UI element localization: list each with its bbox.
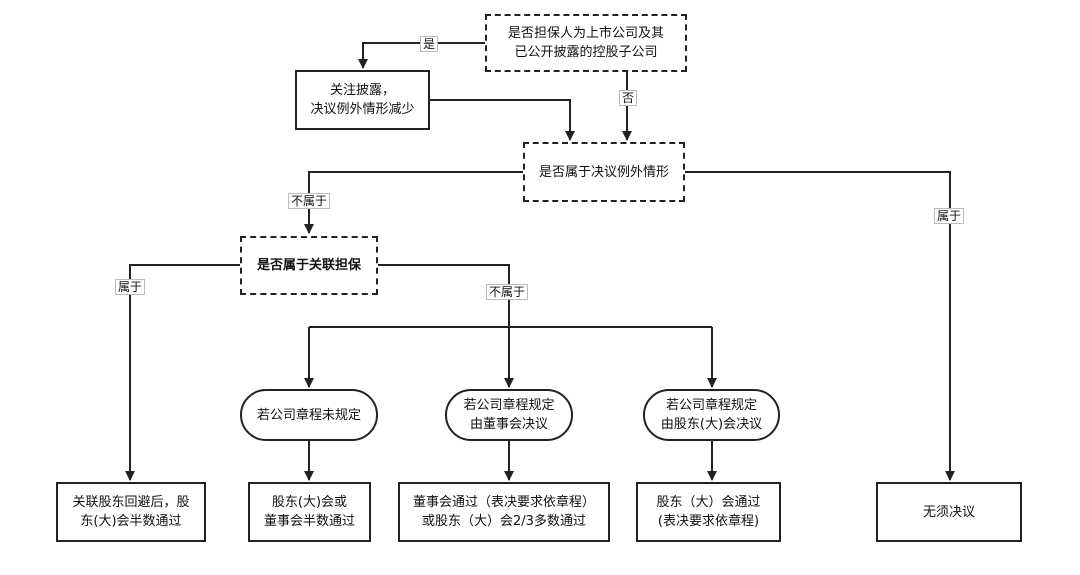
result-shareholders-text: 股东（大）会通过 (表决要求依章程) bbox=[656, 495, 761, 529]
edge-belong-1 bbox=[685, 171, 955, 481]
edge-label-not-belong-2: 不属于 bbox=[486, 284, 529, 300]
edge-label-belong-1: 属于 bbox=[934, 208, 965, 224]
edge-label-belong-2: 属于 bbox=[115, 279, 146, 295]
condition-board-text: 若公司章程规定 由董事会决议 bbox=[463, 398, 555, 432]
result-no-resolution-text: 无须决议 bbox=[922, 504, 975, 520]
edge-disclose-to-exception bbox=[430, 99, 575, 141]
decision-exception: 是否属于决议例外情形 bbox=[523, 142, 685, 202]
condition-shareholders-text: 若公司章程规定 由股东(大)会决议 bbox=[660, 398, 763, 432]
result-no-rule: 股东(大)会或 董事会半数通过 bbox=[248, 482, 371, 542]
edge-label-no: 否 bbox=[619, 90, 638, 106]
condition-shareholders: 若公司章程规定 由股东(大)会决议 bbox=[643, 389, 780, 441]
result-board-text: 董事会通过（表决要求依章程） 或股东（大）会2/3多数通过 bbox=[412, 495, 595, 529]
edge-label-yes: 是 bbox=[420, 36, 439, 52]
edge-not-belong-2 bbox=[378, 264, 514, 388]
decision-listed-company: 是否担保人为上市公司及其 已公开披露的控股子公司 bbox=[485, 14, 687, 72]
edge-not-belong-1 bbox=[304, 171, 523, 234]
process-disclose-text: 关注披露， 决议例外情形减少 bbox=[310, 83, 415, 117]
condition-no-rule-text: 若公司章程未规定 bbox=[256, 407, 361, 423]
result-no-resolution: 无须决议 bbox=[876, 482, 1022, 542]
result-board: 董事会通过（表决要求依章程） 或股东（大）会2/3多数通过 bbox=[398, 482, 610, 542]
result-related-text: 关联股东回避后，股 东(大)会半数通过 bbox=[72, 495, 190, 529]
edge-belong-2 bbox=[125, 264, 240, 481]
result-shareholders: 股东（大）会通过 (表决要求依章程) bbox=[636, 482, 781, 542]
decision-related-guarantee: 是否属于关联担保 bbox=[240, 236, 378, 295]
result-no-rule-text: 股东(大)会或 董事会半数通过 bbox=[263, 495, 355, 529]
edge-label-not-belong-1: 不属于 bbox=[288, 193, 331, 209]
process-disclose: 关注披露， 决议例外情形减少 bbox=[295, 70, 430, 130]
decision-listed-company-text: 是否担保人为上市公司及其 已公开披露的控股子公司 bbox=[507, 26, 664, 60]
result-related: 关联股东回避后，股 东(大)会半数通过 bbox=[56, 482, 206, 542]
condition-board: 若公司章程规定 由董事会决议 bbox=[445, 389, 573, 441]
edge-yes bbox=[358, 42, 485, 69]
decision-exception-text: 是否属于决议例外情形 bbox=[538, 164, 669, 180]
decision-related-guarantee-text: 是否属于关联担保 bbox=[256, 258, 361, 273]
condition-no-rule: 若公司章程未规定 bbox=[240, 389, 378, 441]
